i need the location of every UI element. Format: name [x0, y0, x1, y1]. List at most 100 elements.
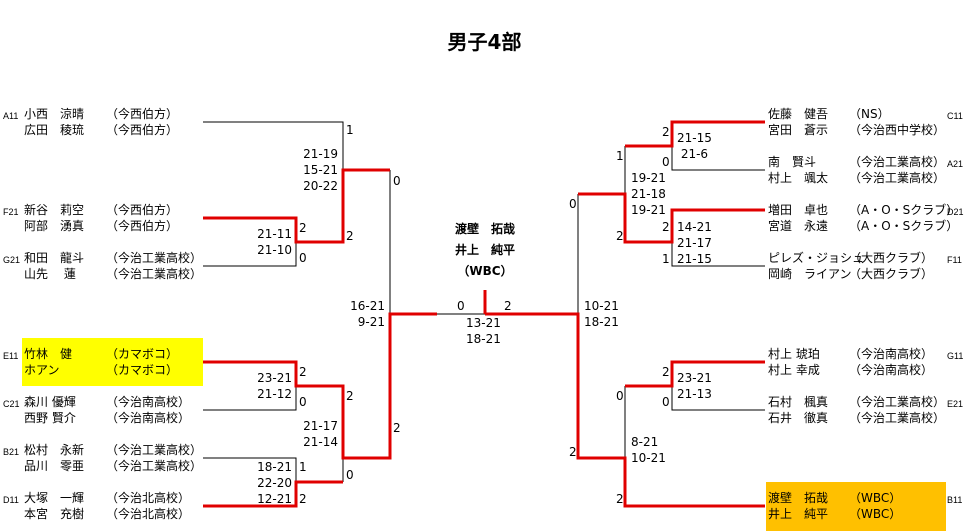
seed-label: D21 — [947, 207, 964, 217]
seed-label: E21 — [947, 399, 964, 409]
team-name: （大西クラブ） — [849, 267, 934, 281]
player-name: 村上 颯太 — [768, 171, 829, 185]
match-score: 2 — [299, 221, 307, 235]
team-name: （今治南高校） — [849, 347, 934, 361]
player-name: ピレズ・ジョシュ — [768, 251, 865, 265]
player-name: 森川 優輝 — [24, 395, 76, 409]
match-score: 1 — [662, 252, 670, 266]
match-score: 2 — [346, 229, 354, 243]
line-left-c21 — [203, 386, 297, 411]
team-name: （今治工業高校） — [849, 395, 946, 409]
match-score: 2 — [393, 421, 401, 435]
match-games: 16-21 9-21 — [350, 299, 385, 329]
highlight-right-b11 — [766, 482, 946, 531]
seed-label: A21 — [947, 159, 964, 169]
seed-label: F21 — [3, 207, 19, 217]
match-score: 2 — [662, 125, 670, 139]
final-score-left: 0 — [457, 299, 465, 313]
team-name: （今治南高校） — [849, 363, 934, 377]
line-right-e21 — [671, 386, 765, 411]
player-name: 西野 賢介 — [24, 411, 76, 425]
match-score: 2 — [662, 220, 670, 234]
line-left-a11 — [203, 121, 344, 170]
player-name: 広田 稜琉 — [24, 123, 85, 137]
seed-label: C11 — [947, 111, 963, 121]
winline-left-d11 — [203, 480, 343, 508]
player-name: 石井 徹真 — [768, 411, 829, 425]
match-games: 19-21 21-18 19-21 — [631, 171, 666, 217]
match-score: 2 — [299, 492, 307, 506]
seed-label: G11 — [947, 351, 964, 361]
match-score: 0 — [662, 155, 670, 169]
player-name: ホアン — [24, 363, 60, 377]
team-name: （今治北高校） — [106, 507, 191, 521]
team-name: （A・O・Sクラブ） — [849, 203, 959, 217]
winline-right-g11 — [625, 360, 765, 388]
team-name: （今治工業高校） — [106, 267, 203, 281]
seed-label: A11 — [3, 111, 19, 121]
player-name: 小西 涼晴 — [24, 107, 85, 121]
line-right-a21 — [671, 146, 765, 171]
player-name: 竹林 健 — [24, 347, 73, 361]
player-name: 和田 龍斗 — [24, 251, 85, 265]
match-games: 23-21 21-13 — [677, 371, 712, 401]
highlight-left-e11 — [22, 338, 203, 386]
player-name: 増田 卓也 — [768, 203, 829, 217]
team-name: （今治工業高校） — [106, 443, 203, 457]
winline-left-f21 — [203, 168, 390, 244]
player-name: 本宮 充樹 — [24, 507, 85, 521]
seed-label: F11 — [947, 255, 962, 265]
match-score: 0 — [662, 395, 670, 409]
player-name: 石村 楓真 — [768, 395, 829, 409]
team-name: （今治南高校） — [106, 411, 191, 425]
champion-player-1: 渡壁 拓哉 — [454, 222, 515, 236]
match-score: 2 — [346, 389, 354, 403]
match-games: 14-21 21-17 21-15 — [677, 220, 712, 266]
team-name: （今西伯方） — [106, 107, 179, 121]
match-score: 1 — [616, 149, 624, 163]
player-name: 宮田 蒼示 — [768, 123, 829, 137]
player-name: 山先 蓮 — [24, 267, 76, 281]
winline-left-e11 — [203, 312, 437, 460]
player-name: 宮道 永遠 — [768, 219, 829, 233]
match-score: 0 — [616, 389, 624, 403]
champion-block: 渡壁 拓哉 井上 純平 （WBC） — [440, 219, 530, 282]
champion-player-2: 井上 純平 — [454, 243, 515, 257]
match-games: 21-15 21-6 — [677, 131, 712, 161]
player-name: 村上 琥珀 — [768, 347, 820, 361]
match-games: 8-21 10-21 — [631, 435, 666, 465]
match-score: 1 — [346, 123, 354, 137]
team-name: （今治西中学校） — [849, 123, 946, 137]
match-games: 21-17 21-14 — [303, 419, 338, 449]
team-name: （今治工業高校） — [849, 155, 946, 169]
player-name: 井上 純平 — [768, 507, 829, 521]
match-games: 21-11 21-10 — [257, 227, 292, 257]
line-left-g21 — [203, 242, 297, 267]
line-right-f11 — [671, 242, 765, 267]
seed-label: C21 — [3, 399, 20, 409]
team-name: （大西クラブ） — [849, 251, 934, 265]
team-name: （今治工業高校） — [106, 459, 203, 473]
match-score: 2 — [616, 492, 624, 506]
final-games: 13-21 18-21 — [466, 316, 501, 346]
champion-team: （WBC） — [457, 264, 513, 278]
match-games: 23-21 21-12 — [257, 371, 292, 401]
match-score: 0 — [299, 395, 307, 409]
winline-right-b11 — [485, 312, 765, 508]
seed-label: E11 — [3, 351, 19, 361]
match-games: 18-21 22-20 12-21 — [257, 460, 292, 506]
player-name: 大塚 一輝 — [24, 491, 85, 505]
player-name: 岡崎 ライアン — [768, 267, 852, 281]
player-name: 阿部 湧真 — [24, 219, 85, 233]
final-score-right: 2 — [504, 299, 512, 313]
team-name: （カマボコ） — [106, 363, 179, 377]
match-score: 2 — [299, 365, 307, 379]
winline-right-d21 — [578, 192, 765, 244]
line-left-b21 — [203, 457, 297, 482]
team-name: （今治南高校） — [106, 395, 191, 409]
seed-label: D11 — [3, 495, 19, 505]
match-score: 2 — [569, 445, 577, 459]
player-name: 村上 幸成 — [768, 363, 820, 377]
team-name: （今治北高校） — [106, 491, 191, 505]
team-name: （今治工業高校） — [106, 251, 203, 265]
